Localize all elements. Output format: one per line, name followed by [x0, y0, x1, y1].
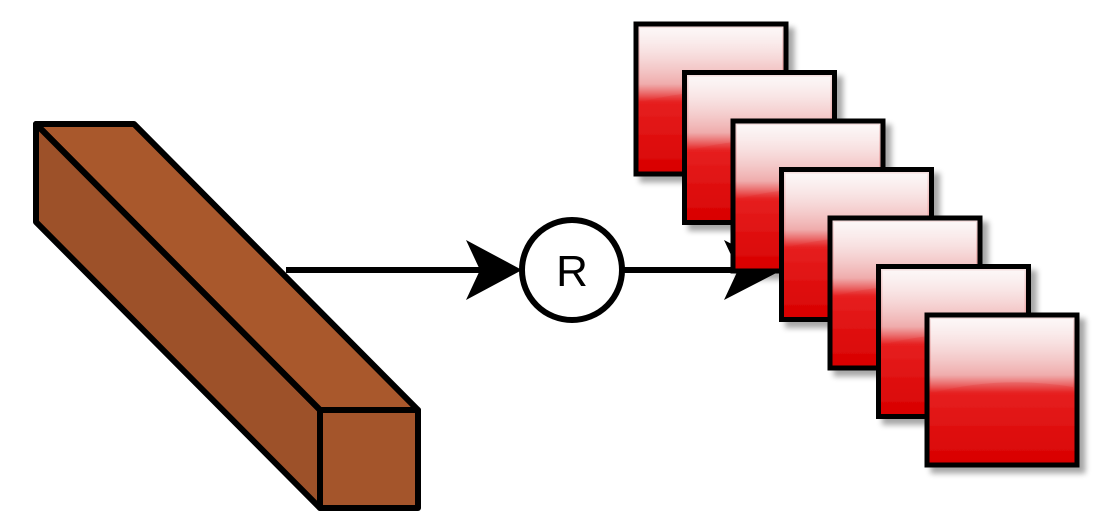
beam-end-face	[317, 407, 421, 511]
beam-edge-line	[33, 121, 323, 413]
red-tile-stack	[633, 21, 1080, 468]
red-tile	[924, 312, 1080, 468]
arrowhead-icon	[466, 240, 522, 300]
edge-block-to-operator	[286, 240, 522, 300]
operator-label: R	[556, 247, 588, 296]
operator-node: R	[519, 217, 625, 323]
wooden-beam-block	[33, 121, 421, 511]
tile-gloss	[931, 319, 1073, 393]
